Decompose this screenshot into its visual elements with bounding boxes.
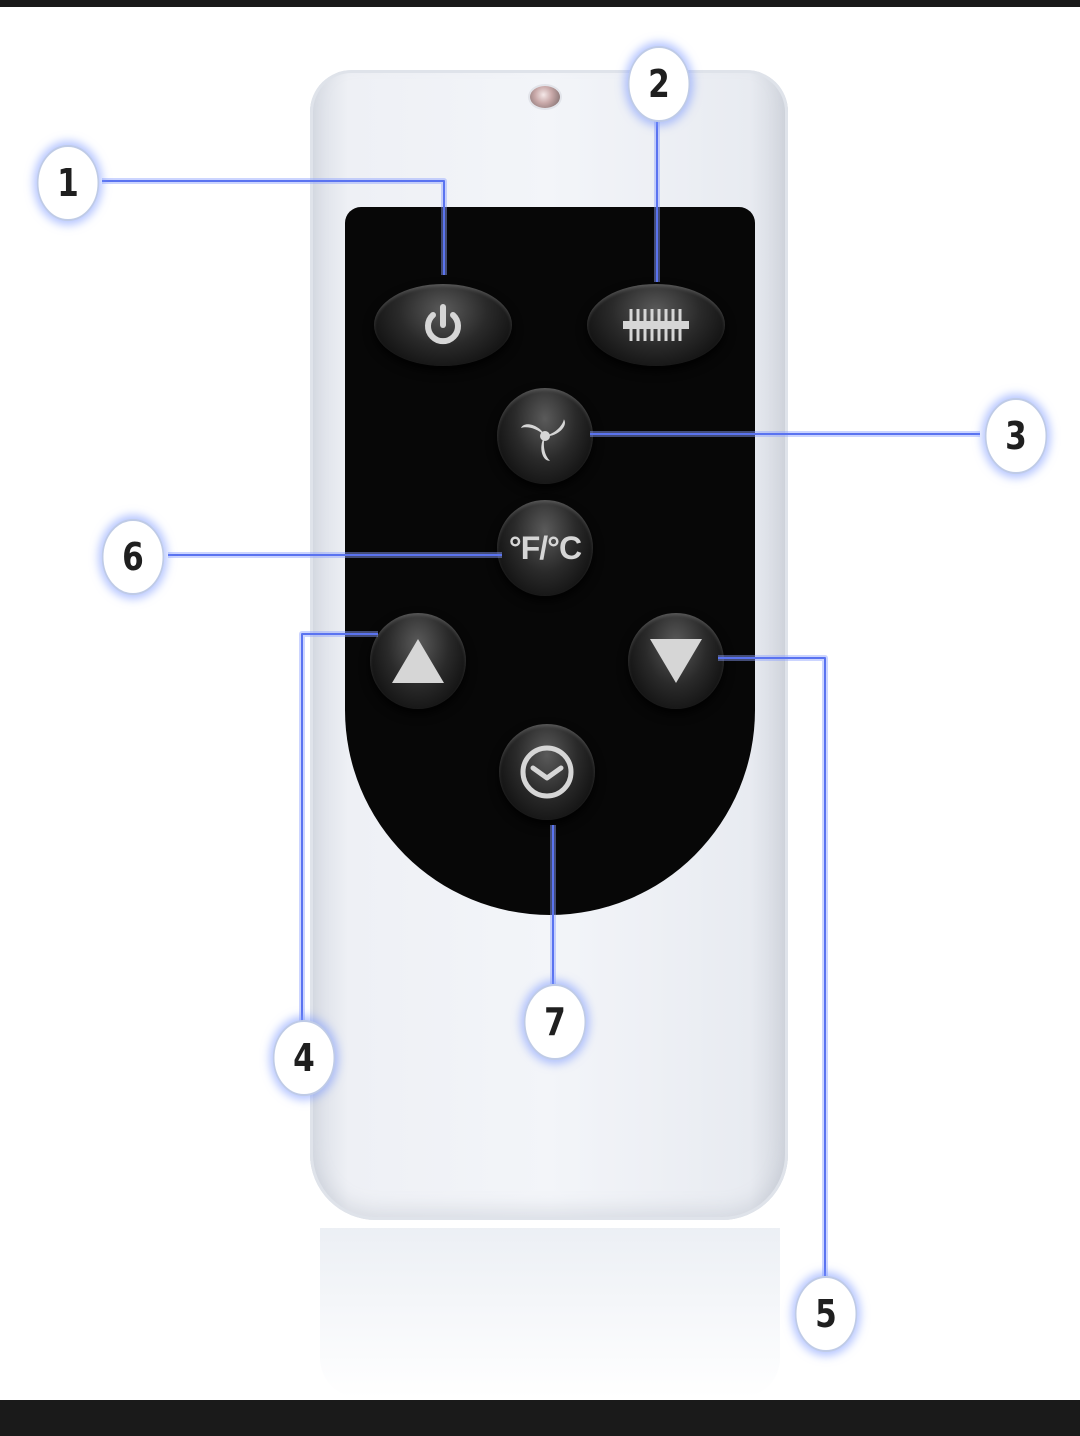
temp-unit-button[interactable]: °F/°C — [497, 500, 593, 596]
temp-unit-label: °F/°C — [508, 529, 582, 566]
remote-reflection — [320, 1228, 780, 1398]
heater-grid-icon — [623, 309, 689, 341]
power-button[interactable] — [374, 284, 512, 366]
up-arrow-icon — [392, 639, 444, 683]
callout-7: 7 — [523, 984, 587, 1060]
callout-6: 6 — [101, 519, 165, 595]
bottom-bar — [0, 1400, 1080, 1436]
decrease-button[interactable] — [628, 613, 724, 709]
fan-icon — [521, 419, 565, 461]
top-bar — [0, 0, 1080, 7]
callout-5: 5 — [794, 1276, 858, 1352]
down-arrow-icon — [650, 639, 702, 683]
callout-3: 3 — [984, 398, 1048, 474]
timer-button[interactable] — [499, 724, 595, 820]
callout-4: 4 — [272, 1020, 336, 1096]
clock-icon — [520, 745, 574, 799]
ir-emitter — [530, 86, 560, 108]
callout-1: 1 — [36, 145, 100, 221]
callout-2: 2 — [627, 46, 691, 122]
heat-mode-button[interactable] — [587, 284, 725, 366]
power-icon — [425, 304, 461, 345]
fan-button[interactable] — [497, 388, 593, 484]
increase-button[interactable] — [370, 613, 466, 709]
